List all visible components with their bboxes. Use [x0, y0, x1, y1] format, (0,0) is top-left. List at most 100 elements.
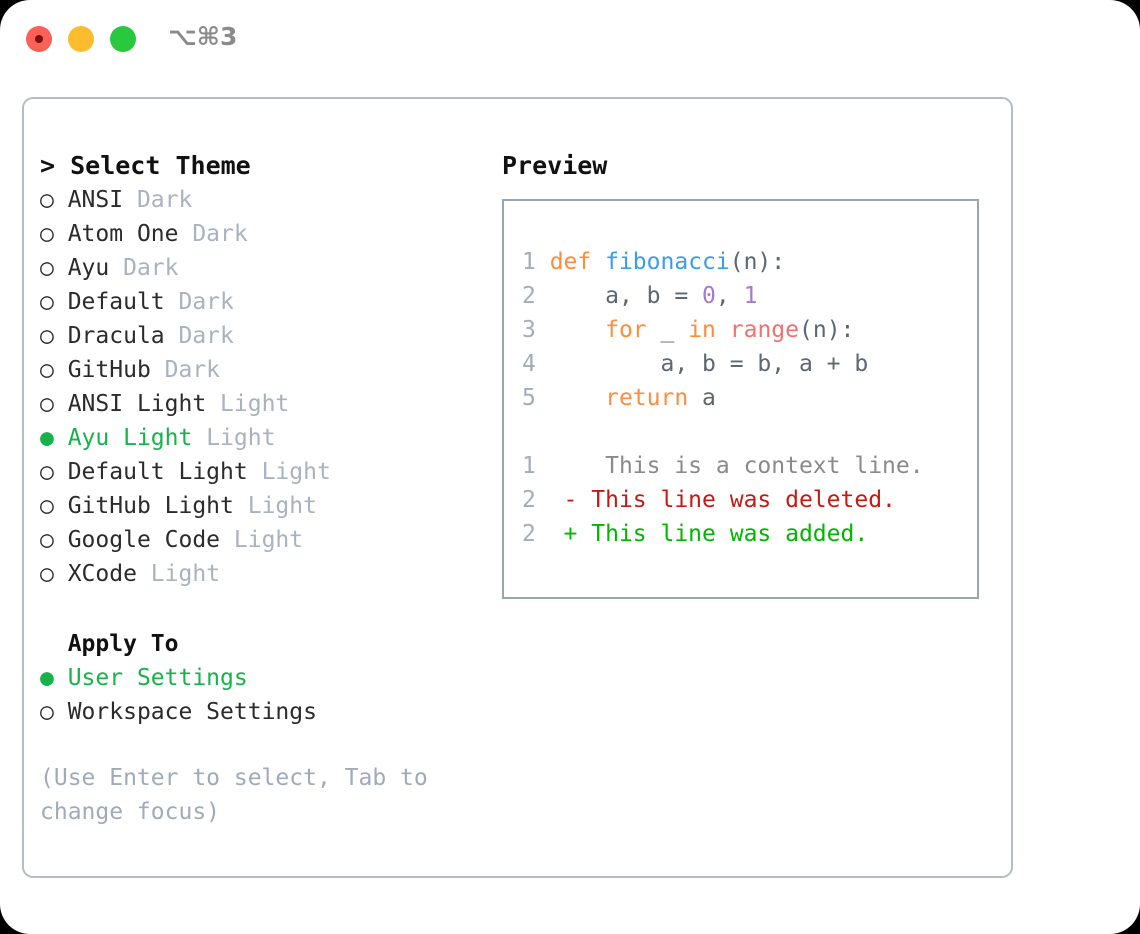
- theme-option-category: Dark: [109, 255, 179, 281]
- diff-line-add: 2 + This line was added.: [522, 517, 977, 551]
- theme-option-github-light[interactable]: ○ GitHub Light Light: [40, 489, 480, 523]
- code-token: [550, 385, 605, 411]
- theme-option-category: Light: [220, 527, 304, 553]
- diff-line-del: 2 - This line was deleted.: [522, 483, 977, 517]
- line-number: 2: [522, 487, 536, 513]
- theme-option-category: Light: [136, 561, 221, 587]
- code-token: fibonacci: [605, 249, 730, 275]
- radio-unselected-icon: ○: [40, 187, 54, 213]
- code-token: in: [688, 317, 716, 343]
- theme-option-label: Ayu Light: [53, 425, 193, 451]
- radio-unselected-icon: ○: [40, 459, 54, 485]
- code-diff-spacer: [522, 415, 977, 449]
- code-token: for: [605, 317, 647, 343]
- code-token: return: [605, 385, 689, 411]
- apply-to-heading: Apply To: [40, 631, 179, 657]
- panel-columns: > Select Theme ○ ANSI Dark○ Atom One Dar…: [24, 99, 1011, 876]
- theme-option-label: GitHub: [53, 357, 151, 383]
- preview-column: Preview 1 def fibonacci(n):2 a, b = 0, 1…: [502, 149, 1002, 599]
- code-line: 5 return a: [522, 381, 977, 415]
- theme-option-category: Light: [206, 391, 290, 417]
- theme-option-label: Google Code: [53, 527, 221, 553]
- radio-unselected-icon: ○: [40, 221, 54, 247]
- section-spacer: [40, 591, 480, 627]
- theme-option-category: Dark: [178, 221, 248, 247]
- line-number: 2: [522, 283, 536, 309]
- code-line: 2 a, b = 0, 1: [522, 279, 977, 313]
- apply-option-user-settings[interactable]: ● User Settings: [40, 661, 480, 695]
- line-number: 3: [522, 317, 536, 343]
- theme-option-default[interactable]: ○ Default Dark: [40, 285, 480, 319]
- theme-option-label: ANSI: [53, 187, 124, 213]
- theme-option-label: Atom One: [53, 221, 179, 247]
- help-text: (Use Enter to select, Tab to change focu…: [40, 765, 428, 825]
- code-token: (n):: [799, 317, 855, 343]
- code-token: (n):: [729, 249, 786, 275]
- code-token: range: [729, 317, 799, 343]
- code-token: [550, 317, 605, 343]
- radio-unselected-icon: ○: [40, 391, 54, 417]
- theme-option-category: Dark: [150, 357, 221, 383]
- diff-marker: [564, 453, 578, 479]
- radio-unselected-icon: ○: [40, 561, 54, 587]
- theme-option-label: Ayu: [53, 255, 110, 281]
- radio-unselected-icon: ○: [40, 527, 54, 553]
- code-token: [716, 317, 730, 343]
- line-number: 1: [522, 249, 536, 275]
- theme-option-google-code[interactable]: ○ Google Code Light: [40, 523, 480, 557]
- code-token: a, b = b, a + b: [549, 351, 869, 377]
- radio-unselected-icon: ○: [40, 323, 54, 349]
- close-button[interactable]: [26, 26, 52, 52]
- code-token: a, b =: [549, 283, 703, 309]
- diff-text: This is a context line.: [577, 453, 924, 479]
- radio-unselected-icon: ○: [40, 699, 54, 725]
- theme-option-label: Default: [53, 289, 165, 315]
- keyboard-shortcut-label: ⌥⌘3: [168, 22, 238, 51]
- window-controls: [26, 26, 136, 52]
- main-panel: > Select Theme ○ ANSI Dark○ Atom One Dar…: [22, 97, 1013, 878]
- theme-option-ayu-light[interactable]: ● Ayu Light Light: [40, 421, 480, 455]
- theme-option-github[interactable]: ○ GitHub Dark: [40, 353, 480, 387]
- code-token: ,: [715, 283, 744, 309]
- code-token: _: [646, 317, 689, 343]
- maximize-button[interactable]: [110, 26, 136, 52]
- apply-option-workspace-settings[interactable]: ○ Workspace Settings: [40, 695, 480, 729]
- radio-unselected-icon: ○: [40, 357, 54, 383]
- theme-option-dracula[interactable]: ○ Dracula Dark: [40, 319, 480, 353]
- apply-option-label: Workspace Settings: [53, 699, 317, 725]
- theme-option-ansi[interactable]: ○ ANSI Dark: [40, 183, 480, 217]
- line-number: 1: [522, 453, 536, 479]
- title-bar: ⌥⌘3: [0, 0, 1140, 78]
- theme-option-ansi-light[interactable]: ○ ANSI Light Light: [40, 387, 480, 421]
- select-theme-heading: > Select Theme: [40, 151, 251, 180]
- radio-unselected-icon: ○: [40, 289, 54, 315]
- theme-option-label: ANSI Light: [53, 391, 207, 417]
- apply-to-option-list[interactable]: ● User Settings○ Workspace Settings: [40, 661, 480, 729]
- line-number: 5: [522, 385, 536, 411]
- code-token: def: [549, 249, 592, 275]
- diff-line-ctx: 1 This is a context line.: [522, 449, 977, 483]
- line-number: 2: [522, 521, 536, 547]
- theme-option-ayu[interactable]: ○ Ayu Dark: [40, 251, 480, 285]
- code-token: 0: [702, 283, 716, 309]
- theme-selector-column: > Select Theme ○ ANSI Dark○ Atom One Dar…: [40, 149, 480, 829]
- theme-option-list[interactable]: ○ ANSI Dark○ Atom One Dark○ Ayu Dark○ De…: [40, 183, 480, 591]
- code-token: [591, 249, 605, 275]
- theme-option-atom-one[interactable]: ○ Atom One Dark: [40, 217, 480, 251]
- theme-option-label: GitHub Light: [53, 493, 234, 519]
- code-line: 1 def fibonacci(n):: [522, 245, 977, 279]
- theme-option-label: Default Light: [53, 459, 248, 485]
- theme-option-category: Dark: [164, 323, 234, 349]
- minimize-button[interactable]: [68, 26, 94, 52]
- theme-option-default-light[interactable]: ○ Default Light Light: [40, 455, 480, 489]
- diff-text: This line was deleted.: [577, 487, 896, 513]
- code-line: 4 a, b = b, a + b: [522, 347, 977, 381]
- diff-text: This line was added.: [577, 521, 869, 547]
- line-number: 4: [522, 351, 536, 377]
- theme-option-category: Light: [233, 493, 317, 519]
- radio-selected-icon: ●: [40, 425, 54, 451]
- theme-option-xcode[interactable]: ○ XCode Light: [40, 557, 480, 591]
- theme-option-label: XCode: [53, 561, 137, 587]
